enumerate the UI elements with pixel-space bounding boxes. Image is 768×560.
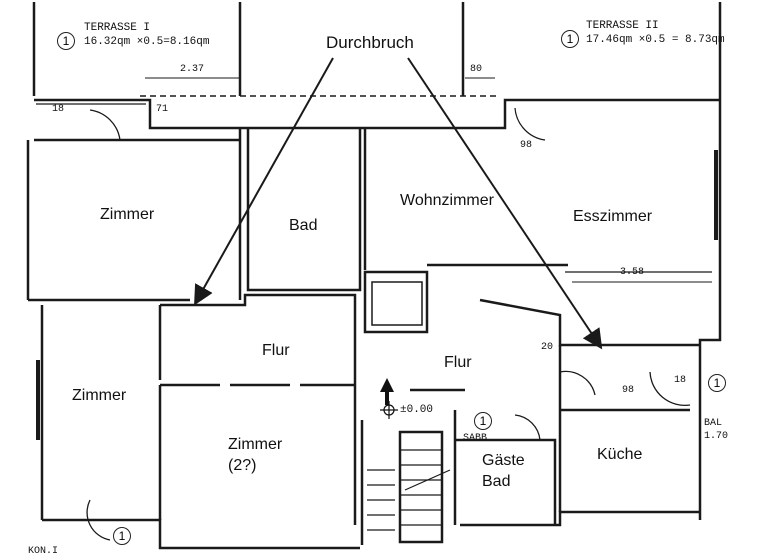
dimension-label: 98 xyxy=(622,385,635,396)
room-zimmer-top-left: Zimmer xyxy=(100,206,155,223)
bal-label: BAL xyxy=(704,418,723,429)
room-bad: Bad xyxy=(289,217,318,234)
room-gaeste-bad-line2: Bad xyxy=(482,473,511,490)
durchbruch-label: Durchbruch xyxy=(326,33,414,52)
terrace-1-name: TERRASSE I xyxy=(84,22,151,34)
room-gaeste-bad-line1: Gäste xyxy=(482,452,525,469)
shaft xyxy=(363,270,429,334)
circle-marker-gaeste: 1 xyxy=(474,412,492,430)
wall-zimmer-top xyxy=(28,128,242,302)
door-arc xyxy=(514,107,546,141)
sabb-label: SABB xyxy=(463,433,488,444)
room-wohnzimmer: Wohnzimmer xyxy=(400,192,494,209)
exterior-wall-bottom xyxy=(42,510,700,550)
room-esszimmer: Esszimmer xyxy=(573,208,653,225)
kon-label: KON.I xyxy=(28,546,59,557)
wall-bad xyxy=(246,128,362,292)
bal-value: 1.70 xyxy=(704,431,729,442)
door-arc xyxy=(514,414,541,441)
door-arc xyxy=(86,499,111,541)
circle-marker-right: 1 xyxy=(708,374,726,392)
dimension-label: 71 xyxy=(156,104,169,115)
room-zimmer-middle: Zimmer xyxy=(228,436,283,453)
room-flur-right: Flur xyxy=(444,354,472,371)
wall-ess-bottom xyxy=(479,298,700,347)
terrace-2-outline xyxy=(461,2,722,96)
terrace-2-name: TERRASSE II xyxy=(586,20,659,32)
entrance-arrow xyxy=(380,378,394,405)
terrace-1-number: 1 xyxy=(57,32,75,50)
dimension-label: 20 xyxy=(541,342,554,353)
dimension-label: 80 xyxy=(470,64,483,75)
wall-gaeste-bad xyxy=(410,388,557,525)
door-arc xyxy=(559,370,596,396)
terrace-1-area: 16.32qm ×0.5=8.16qm xyxy=(84,36,210,48)
dimension-label: 2.37 xyxy=(180,64,205,75)
terrace-1-outline xyxy=(32,2,242,96)
room-kueche: Küche xyxy=(597,446,643,463)
dimension-label: 98 xyxy=(520,140,533,151)
wall-wohn xyxy=(363,128,568,270)
wall-kueche xyxy=(558,345,690,512)
circle-marker-bottom: 1 xyxy=(113,527,131,545)
level-marker-icon xyxy=(380,401,398,419)
staircase xyxy=(398,430,444,544)
room-flur-left: Flur xyxy=(262,342,290,359)
room-zimmer-left: Zimmer xyxy=(72,387,127,404)
terrace-2-number: 1 xyxy=(561,30,579,48)
room-zimmer-middle-note: (2?) xyxy=(228,457,257,474)
door-arc xyxy=(89,109,121,141)
exterior-wall-top xyxy=(34,98,720,130)
durchbruch-arrow-right xyxy=(407,57,603,350)
dimension-label: 18 xyxy=(674,375,687,386)
exterior-wall-right xyxy=(698,96,722,520)
terrace-2-area: 17.46qm ×0.5 = 8.73qm xyxy=(586,34,725,46)
wall-flur-top xyxy=(158,293,357,525)
durchbruch-arrow-left xyxy=(194,57,334,306)
dimension-label: 18 xyxy=(52,104,65,115)
exterior-wall-left xyxy=(26,140,44,520)
level-label: ±0.00 xyxy=(400,404,434,416)
dimension-label: 3.58 xyxy=(620,267,645,278)
door-arc xyxy=(649,371,691,407)
